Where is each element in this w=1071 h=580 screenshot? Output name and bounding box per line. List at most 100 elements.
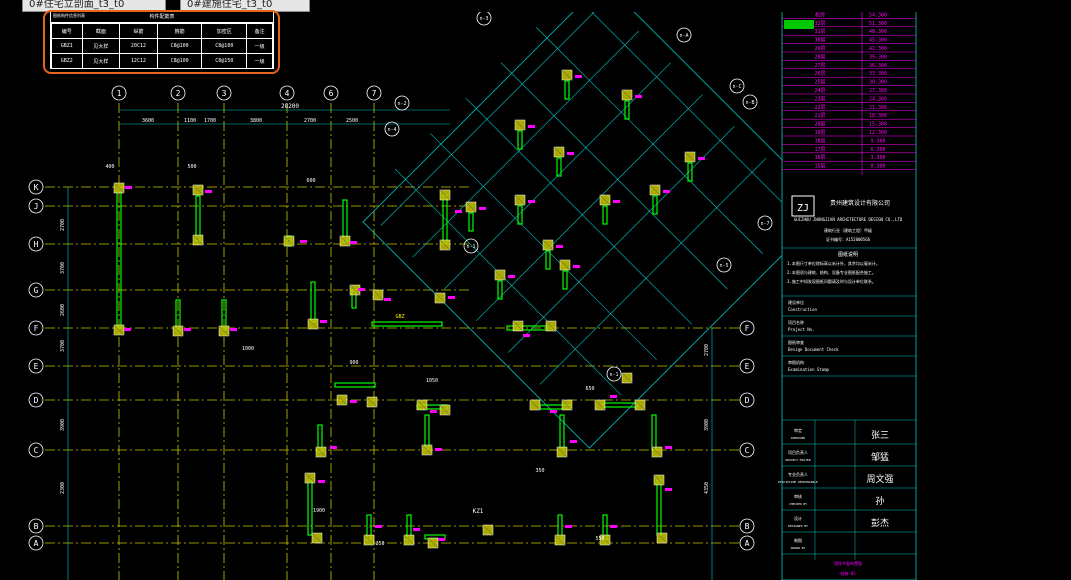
shear-wall	[652, 195, 658, 215]
axis-bubble	[28, 358, 44, 374]
signoff-signature: 邹猛	[871, 451, 889, 463]
signoff-role: 制图	[794, 537, 802, 543]
axis-label: 1	[117, 89, 122, 98]
axis-bubble	[279, 85, 295, 101]
dimension-text: 1100	[184, 118, 196, 124]
column-hatch	[366, 396, 378, 408]
axis-bubble	[739, 442, 755, 458]
level-name: 31层	[814, 29, 825, 35]
element-tag	[230, 328, 237, 331]
element-tag	[698, 157, 705, 160]
element-tag	[430, 410, 437, 413]
dimension-text: 2700	[304, 118, 316, 124]
element-tag	[610, 395, 617, 398]
level-height: 39.300	[869, 54, 887, 60]
shear-wall	[562, 270, 568, 290]
dimension-text: 1700	[204, 118, 216, 124]
level-name: 27层	[814, 63, 825, 69]
level-height: 6.300	[870, 147, 885, 153]
axis-bubble	[28, 198, 44, 214]
rotated-axis-bubble	[394, 95, 410, 111]
note-line: 2.本图须与建筑、结构、设备专业图纸配合施工。	[787, 269, 876, 275]
signoff-signature: 张三	[871, 430, 889, 441]
axis-label: 6	[329, 89, 334, 98]
element-tag	[350, 241, 357, 244]
column-hatch	[554, 534, 566, 546]
level-name: 25层	[814, 80, 825, 86]
shear-wall	[517, 130, 523, 150]
dimension-text: 350	[535, 468, 544, 474]
column-hatch	[372, 289, 384, 301]
level-name: 24层	[814, 88, 825, 94]
level-name: 20层	[814, 122, 825, 128]
table-row: GBZ2 见大样 12C12 C8@100 C8@150 一级	[51, 53, 273, 69]
column-hatch	[339, 235, 351, 247]
element-tag	[663, 190, 670, 193]
signoff-role-en: DISCIPLINE RESPONSIBLE	[778, 480, 818, 484]
element-tag	[575, 75, 582, 78]
column-hatch	[336, 394, 348, 406]
rotated-grid-line	[507, 126, 735, 353]
element-tag	[448, 296, 455, 299]
element-tag	[205, 190, 212, 193]
rotated-axis-bubble	[742, 94, 758, 110]
axis-label: E	[34, 362, 39, 371]
axis-bubble	[739, 358, 755, 374]
column-id-label: KZ1	[473, 508, 484, 515]
rotated-axis-bubble	[757, 215, 773, 231]
element-tag	[665, 446, 672, 449]
rotated-axis-label: n-3	[479, 16, 488, 22]
signoff-role: 专业负责人	[788, 471, 808, 477]
dimension-text: 1900	[313, 508, 325, 514]
axis-label: 3	[222, 89, 227, 98]
shear-wall	[602, 205, 608, 225]
signoff-role: 审核	[794, 493, 802, 499]
rotated-grid-line	[500, 62, 728, 290]
dimension-text: 3900	[60, 419, 66, 431]
level-height: 48.300	[869, 29, 887, 35]
drawing-number: 结施-05	[840, 570, 856, 576]
dimension-text: 650	[585, 386, 594, 392]
axis-bubble	[28, 236, 44, 252]
shear-wall	[687, 162, 693, 182]
title-row-en: Examination Stamp	[788, 367, 830, 372]
signoff-role-en: CHECKED BY	[789, 502, 807, 506]
level-name: 15层	[814, 164, 825, 170]
column-hatch	[315, 446, 327, 458]
shear-wall	[564, 80, 570, 100]
dimension-text: 3600	[142, 118, 154, 124]
column-hatch	[512, 320, 524, 332]
axis-bubble	[323, 85, 339, 101]
company-name: 贵州建筑设计有限公司	[830, 199, 890, 207]
column-hatch	[113, 182, 125, 194]
hand-drawn-highlight-annotation	[43, 10, 280, 74]
signoff-role: 审定	[794, 427, 802, 433]
column-hatch	[599, 534, 611, 546]
axis-bubble	[366, 85, 382, 101]
element-tag	[479, 207, 486, 210]
level-height: 30.300	[869, 80, 887, 86]
column-hatch	[349, 284, 361, 296]
schedule-cell: 一级	[246, 53, 273, 69]
dimension-text: 1050	[426, 378, 438, 384]
note-line: 1.本图尺寸单位除标高以米计外，其余均以毫米计。	[787, 260, 880, 266]
level-height: 3.300	[870, 155, 885, 161]
rotated-axis-bubble	[606, 366, 622, 382]
column-hatch	[416, 399, 428, 411]
highlight-cell	[784, 20, 814, 29]
level-height: 0.300	[870, 164, 885, 170]
dimension-text: 28200	[281, 103, 299, 110]
cert-no: 证书编号：A152000566	[826, 236, 871, 242]
dimension-text: 600	[306, 178, 315, 184]
rotated-grid-line	[394, 168, 622, 396]
axis-bubble	[111, 85, 127, 101]
element-tag	[567, 152, 574, 155]
column-hatch	[172, 325, 184, 337]
dimension-text: 2300	[60, 482, 66, 494]
rotated-axis-bubble	[676, 27, 692, 43]
axis-label: E	[745, 362, 750, 371]
column-hatch	[113, 324, 125, 336]
element-tag	[556, 245, 563, 248]
